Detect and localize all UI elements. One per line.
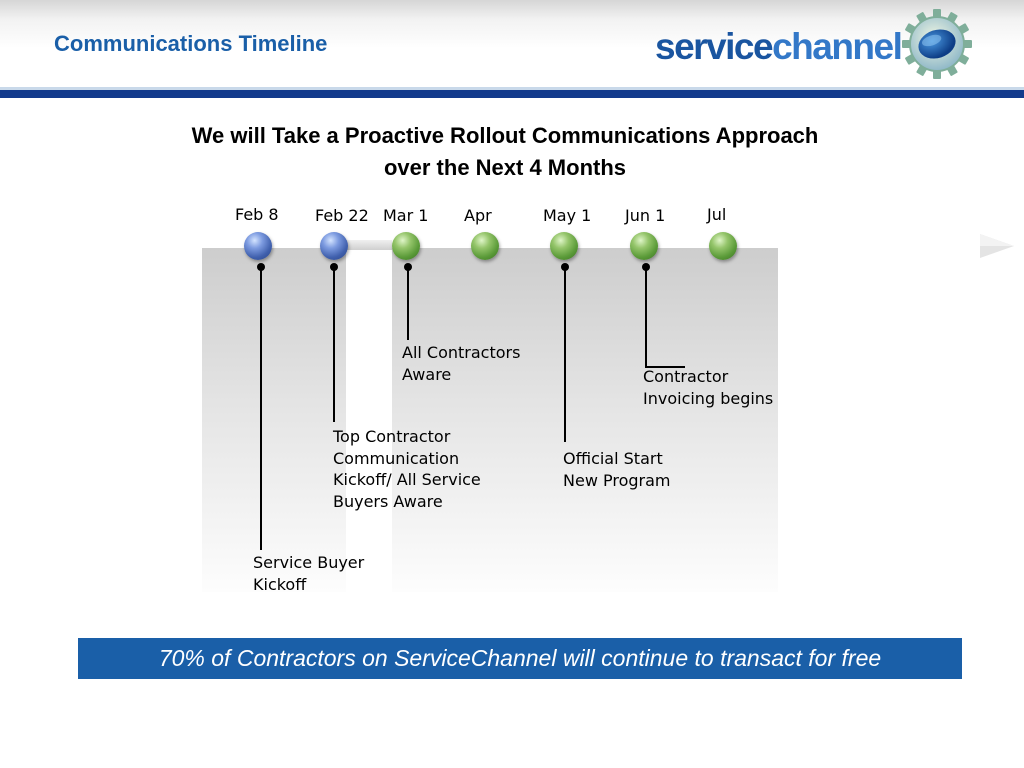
- event-label-line: Top Contractor: [333, 427, 451, 446]
- event-label-line: Contractor: [643, 367, 729, 386]
- timeline-panel: [202, 248, 778, 592]
- event-label-top-contractor-kickoff: Top Contractor Communication Kickoff/ Al…: [333, 426, 481, 512]
- milestone-marker: [630, 232, 658, 260]
- leader-line-elbow: [645, 366, 685, 368]
- header-accent-line: [0, 87, 1024, 90]
- leader-line: [333, 267, 335, 422]
- milestone-date: Mar 1: [383, 206, 429, 225]
- leader-line: [407, 267, 409, 340]
- milestone-date: Apr: [464, 206, 492, 225]
- header-rule: [0, 90, 1024, 98]
- milestone-marker: [550, 232, 578, 260]
- slide-title-line-1: We will Take a Proactive Rollout Communi…: [191, 123, 819, 148]
- leader-line: [260, 267, 262, 550]
- event-label-official-start: Official Start New Program: [563, 448, 671, 491]
- milestone-date: Jul: [707, 205, 727, 224]
- summary-banner: 70% of Contractors on ServiceChannel wil…: [78, 638, 962, 679]
- header-title: Communications Timeline: [54, 31, 328, 56]
- slide-header: Communications Timeline servicechannel: [0, 0, 1024, 88]
- gear-logo-icon: [902, 9, 972, 79]
- event-label-line: Official Start: [563, 449, 663, 468]
- event-label-all-contractors-aware: All Contractors Aware: [402, 342, 520, 385]
- milestone-date: Feb 22: [315, 206, 369, 225]
- slide-title-line-2: over the Next 4 Months: [383, 155, 627, 180]
- milestone-marker: [471, 232, 499, 260]
- event-label-line: Buyers Aware: [333, 491, 443, 511]
- milestone-marker: [244, 232, 272, 260]
- event-label-line: Kickoff/ All Service: [333, 470, 481, 489]
- play-arrow-icon[interactable]: [978, 230, 1016, 262]
- event-label-line: Aware: [402, 364, 452, 384]
- event-label-contractor-invoicing: Contractor Invoicing begins: [643, 366, 773, 409]
- logo-word-service: service: [655, 26, 774, 67]
- milestone-date: May 1: [543, 206, 592, 225]
- logo-word-channel: channel: [772, 26, 903, 67]
- milestone-marker: [392, 232, 420, 260]
- milestone-marker: [320, 232, 348, 260]
- slide-title: We will Take a Proactive Rollout Communi…: [120, 120, 890, 184]
- timeline-panel-gap: [346, 248, 392, 592]
- timeline-connector-bar: [346, 240, 392, 250]
- milestone-marker: [709, 232, 737, 260]
- event-label-line: Invoicing begins: [643, 388, 774, 408]
- event-label-line: Service Buyer: [253, 553, 365, 572]
- event-label-line: New Program: [563, 470, 671, 490]
- event-label-line: Kickoff: [253, 574, 307, 594]
- summary-banner-text: 70% of Contractors on ServiceChannel wil…: [158, 645, 882, 671]
- leader-line: [564, 267, 566, 442]
- logo-wordmark: servicechannel: [655, 24, 903, 70]
- event-label-line: All Contractors: [402, 343, 521, 362]
- leader-line: [645, 267, 647, 368]
- event-label-line: Communication: [333, 448, 460, 468]
- event-label-service-buyer-kickoff: Service Buyer Kickoff: [253, 552, 364, 595]
- milestone-date: Jun 1: [625, 206, 666, 225]
- milestone-date: Feb 8: [235, 205, 279, 224]
